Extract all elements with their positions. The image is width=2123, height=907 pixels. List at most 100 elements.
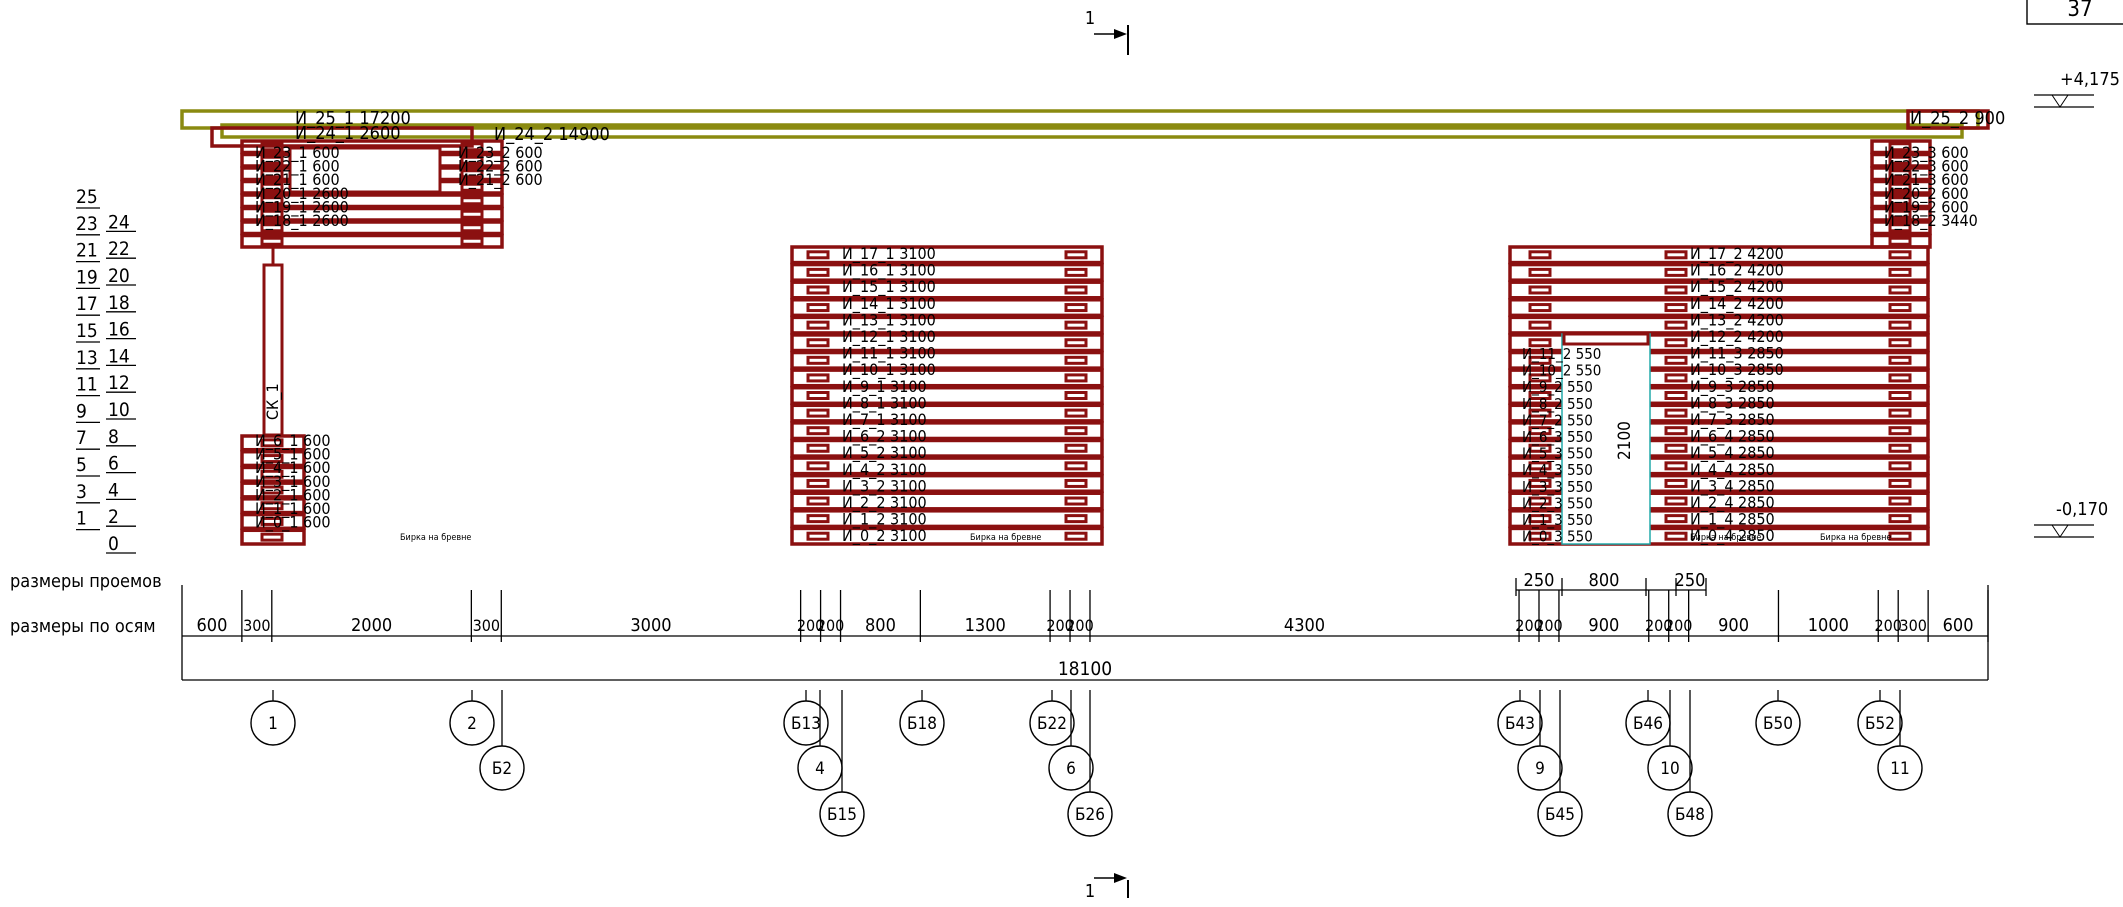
log-notch: [1888, 320, 1912, 330]
log-notch: [1888, 169, 1912, 179]
log-notch: [260, 516, 284, 526]
log-notch: [1888, 355, 1912, 365]
log-notch: [1064, 496, 1088, 506]
row-label-even: 10: [108, 399, 130, 421]
axis-bubble-label: 1: [268, 714, 278, 734]
log-label: И_1_1 600: [255, 499, 331, 519]
log-notch: [806, 496, 830, 506]
log-notch: [260, 438, 284, 448]
log-label: И_1_2 3100: [842, 510, 927, 530]
log-beam: [790, 491, 1104, 511]
log-beam: [1508, 315, 1930, 335]
log-notch: [1664, 531, 1688, 541]
row-label-odd: 9: [76, 400, 87, 422]
log-notch: [1064, 531, 1088, 541]
log-beam: [1508, 350, 1930, 370]
log-label: И_19_1 2600: [255, 197, 349, 217]
log-beam: [240, 449, 306, 468]
log-tag-note: Бирка на бревне: [400, 532, 471, 543]
axis-dim: 200: [1515, 616, 1542, 635]
axis-bubble-label: Б22: [1037, 714, 1067, 734]
log-beam: [1870, 233, 1932, 249]
log-beam: [790, 245, 1104, 265]
log-notch: [1888, 408, 1912, 418]
log-label: И_23_2 600: [458, 143, 543, 163]
log-beam: [1508, 509, 1930, 529]
log-label: И_14_1 3100: [842, 294, 936, 314]
row-label-even: 22: [108, 238, 130, 260]
log-label: И_2_3 550: [1522, 494, 1593, 513]
door-height-label: 2100: [1615, 421, 1635, 460]
row-header-axes: размеры по осям: [10, 616, 156, 637]
log-beam: [1870, 193, 1932, 209]
row-label-odd: 19: [76, 266, 98, 288]
log-notch: [260, 532, 284, 542]
log-label: И_25_2 900: [1910, 108, 2005, 129]
axis-bubble-label: 10: [1660, 759, 1679, 779]
log-beam: [1508, 368, 1930, 388]
log-notch: [1528, 285, 1552, 295]
log-label: И_10_3 2850: [1690, 360, 1784, 380]
log-notch: [1664, 391, 1688, 400]
log-label: И_22_2 600: [458, 157, 543, 177]
log-notch: [1064, 355, 1088, 365]
row-label-odd: 25: [76, 186, 98, 208]
axis-bubble: [1755, 700, 1801, 746]
log-notch: [1664, 267, 1688, 277]
log-beam: [1508, 298, 1930, 318]
log-label: И_9_2 550: [1522, 378, 1593, 397]
door-lintel: [1562, 332, 1650, 346]
log-beam: [1508, 473, 1930, 493]
axis-dim: 900: [1588, 615, 1619, 636]
log-beam: [790, 438, 1104, 458]
row-label-even: 14: [108, 345, 130, 367]
log-label: И_5_4 2850: [1690, 443, 1775, 463]
row-label-odd: 1: [76, 508, 87, 530]
log-notch: [1528, 514, 1552, 524]
section-mark-label: 1: [1085, 8, 1095, 29]
row-label-even: 8: [108, 426, 119, 448]
log-notch: [1664, 285, 1688, 295]
log-beam: [240, 497, 306, 515]
log-label: И_3_2 3100: [842, 476, 927, 496]
log-beam: [1508, 262, 1930, 282]
log-label: И_0_1 600: [255, 513, 331, 533]
log-notch: [806, 267, 830, 277]
log-label: И_21_3 600: [1884, 170, 1969, 190]
axis-bubble: [819, 791, 865, 837]
log-label: И_11_1 3100: [842, 344, 936, 364]
axis-bubble-label: Б46: [1633, 714, 1663, 734]
log-beam: [790, 403, 1104, 423]
log-label: И_11_3 2850: [1690, 344, 1784, 364]
log-notch: [1888, 514, 1912, 524]
log-label: И_18_1 2600: [255, 211, 349, 231]
elevation-triangle-icon: [2051, 94, 2069, 108]
log-notch: [1664, 338, 1688, 348]
log-beam: [1508, 245, 1930, 265]
row-label-odd: 5: [76, 454, 87, 476]
row-label-odd: 3: [76, 481, 87, 503]
log-notch: [1064, 461, 1088, 471]
log-label: И_0_2 3100: [842, 526, 927, 546]
top-beam-olive: [220, 123, 1964, 139]
log-tag-note: Бирка на бревне: [1820, 532, 1891, 543]
axis-dim: 200: [1535, 616, 1562, 635]
log-label: И_7_1 3100: [842, 410, 927, 430]
log-notch: [1064, 514, 1088, 524]
axis-dim: 200: [1645, 616, 1672, 635]
log-notch: [260, 182, 284, 192]
log-notch: [1528, 355, 1552, 365]
log-notch: [1528, 531, 1552, 541]
log-notch: [806, 461, 830, 471]
log-beam: [240, 193, 504, 209]
log-notch: [806, 338, 830, 348]
log-label: И_6_1 600: [255, 431, 331, 451]
log-label: И_0_3 550: [1522, 528, 1593, 547]
row-label-odd: 17: [76, 293, 98, 315]
log-label: И_23_1 600: [255, 143, 340, 163]
section-arrow-icon: [1114, 29, 1127, 39]
log-notch: [1664, 320, 1688, 330]
log-tag-note: Бирка на бревне: [1690, 532, 1761, 543]
log-label: И_6_3 550: [1522, 428, 1593, 447]
log-beam: [1870, 179, 1932, 195]
